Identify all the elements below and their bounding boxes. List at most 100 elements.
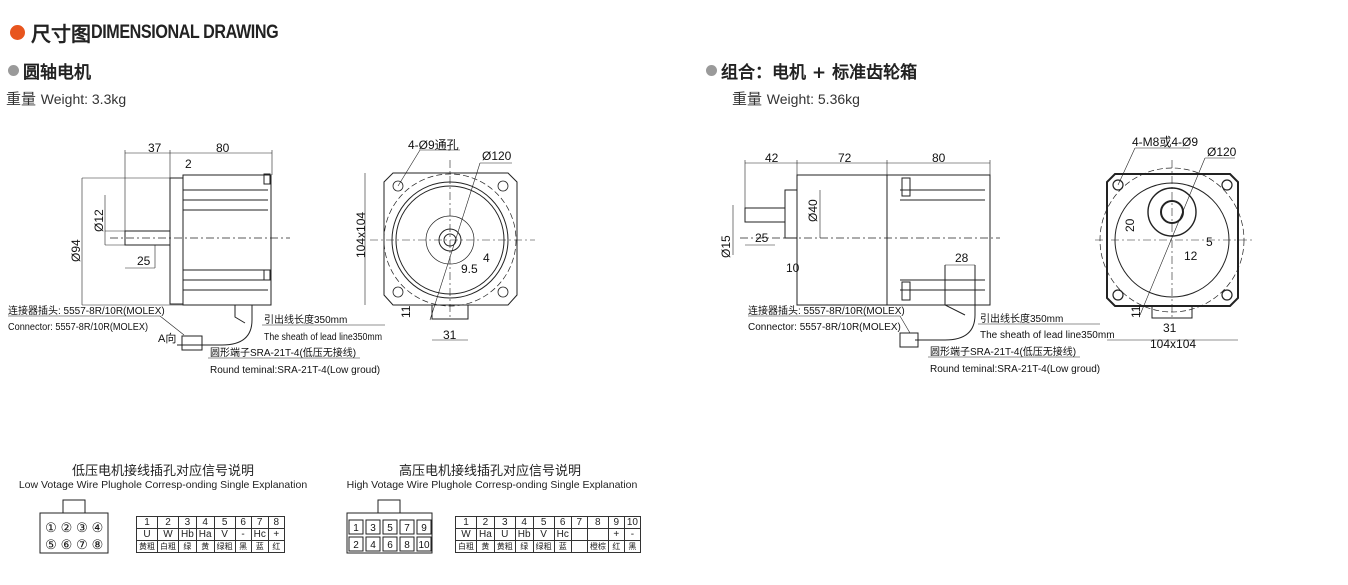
pin-cell: 5 <box>213 516 236 529</box>
dim-holes: 4-Ø9通孔 <box>408 138 459 152</box>
plug-pin-label: ① <box>45 520 57 535</box>
plug-pin-label: 9 <box>421 523 427 534</box>
low-voltage-plug <box>39 499 109 554</box>
plug-pin-box <box>382 519 398 535</box>
pin-cell: 4 <box>514 516 534 529</box>
dim-25: 25 <box>137 254 151 268</box>
connector-label-cn: 连接器插头: 5557-8R/10R(MOLEX) <box>748 304 905 317</box>
color-cell: 黄 <box>476 540 495 553</box>
connector-label-cn: 连接器插头: 5557-8R/10R(MOLEX) <box>8 304 165 317</box>
plug-pin-box <box>416 536 432 552</box>
left-callout-lines <box>8 315 385 359</box>
left-callouts: 连接器插头: 5557-8R/10R(MOLEX) Connector: 555… <box>8 304 382 376</box>
signal-cell: U <box>136 528 158 541</box>
lead-label-cn: 引出线长度350mm <box>980 312 1063 325</box>
color-cell: 橙棕 <box>586 540 609 553</box>
dim-25: 25 <box>755 231 769 245</box>
signal-cell: Ha <box>476 528 495 541</box>
dim-dia12: Ø12 <box>92 209 106 232</box>
signal-cell: W <box>157 528 179 541</box>
color-cell: 绿 <box>178 540 197 553</box>
plug-pin-label: ⑧ <box>92 537 104 552</box>
low-voltage-title: 低压电机接线插孔对应信号说明 <box>71 464 254 479</box>
color-cell: 黄粗 <box>493 540 516 553</box>
pin-cell: 7 <box>570 516 588 529</box>
color-row: 白粗黄黄粗绿绿粗蓝橙棕红黑 <box>455 540 641 553</box>
pin-cell: 3 <box>493 516 516 529</box>
signal-cell: V <box>213 528 236 541</box>
plug-pin-label: ⑤ <box>45 537 57 552</box>
dim-12: 12 <box>1184 249 1198 263</box>
bullet-icon <box>10 25 25 40</box>
color-cell: 绿粗 <box>213 540 236 553</box>
right-callout-lines <box>748 315 1100 358</box>
pin-cell: 5 <box>532 516 555 529</box>
dim-5: 5 <box>1206 235 1213 249</box>
plug-pin-box <box>399 519 415 535</box>
color-cell <box>570 540 588 553</box>
plug-pin-box <box>416 519 432 535</box>
signal-cell: + <box>607 528 625 541</box>
plug-pin-label: ④ <box>92 520 104 535</box>
signal-cell: Hb <box>178 528 197 541</box>
dim-dia15: Ø15 <box>719 235 733 258</box>
dim-28: 28 <box>955 251 969 265</box>
a-direction-label: A向 <box>158 331 176 345</box>
dim-11: 11 <box>1129 305 1143 318</box>
right-callouts: 连接器插头: 5557-8R/10R(MOLEX) Connector: 555… <box>748 304 1115 375</box>
lead-label-cn: 引出线长度350mm <box>264 313 347 326</box>
right-front-view: 4-M8或4-Ø9 Ø120 20 5 12 11 31 104x104 <box>1095 135 1255 351</box>
color-cell: 黑 <box>623 540 641 553</box>
pin-cell: 1 <box>136 516 158 529</box>
dim-square: 104x104 <box>1150 337 1196 351</box>
dim-42: 42 <box>765 151 779 165</box>
plug-pin-label: ⑦ <box>76 537 88 552</box>
pin-cell: 3 <box>178 516 197 529</box>
dim-4: 4 <box>483 251 490 265</box>
color-row: 黄粗白粗绿黄绿粗黑蓝红 <box>136 540 285 553</box>
signal-cell: Hc <box>250 528 269 541</box>
signal-cell <box>586 528 609 541</box>
dim-11: 11 <box>399 305 413 318</box>
dim-20: 20 <box>1123 218 1137 232</box>
color-cell: 绿粗 <box>532 540 555 553</box>
plug-pin-label: 1 <box>353 523 359 534</box>
left-side-view: 37 80 2 25 Ø94 Ø12 <box>69 141 290 351</box>
pin-cell: 9 <box>607 516 625 529</box>
pin-cell: 2 <box>476 516 495 529</box>
pin-cell: 6 <box>553 516 572 529</box>
color-cell: 绿 <box>514 540 534 553</box>
dim-37: 37 <box>148 141 162 155</box>
plug-pin-label: 6 <box>387 540 393 551</box>
bullet-icon <box>706 65 717 76</box>
signal-cell: V <box>532 528 555 541</box>
plug-pin-label: 10 <box>418 540 430 551</box>
signal-cell: - <box>623 528 641 541</box>
dim-80: 80 <box>932 151 946 165</box>
plug-pin-label: 3 <box>370 523 376 534</box>
pin-cell: 7 <box>250 516 269 529</box>
pin-cell: 4 <box>195 516 215 529</box>
pin-cell: 10 <box>623 516 641 529</box>
terminal-label-cn: 圆形端子SRA-21T-4(低压无接线) <box>210 346 356 359</box>
dim-80: 80 <box>216 141 230 155</box>
connector-label-en: Connector: 5557-8R/10R(MOLEX) <box>748 322 901 333</box>
right-side-view: 42 72 80 25 10 28 Ø15 Ø40 <box>719 151 1000 348</box>
right-weight: 重量 Weight: 5.36kg <box>732 90 860 108</box>
right-subtitle: 组合：电机 + 标准齿轮箱 <box>706 58 917 83</box>
plug-pin-box <box>365 519 381 535</box>
color-cell: 白粗 <box>157 540 179 553</box>
left-subtitle: 圆轴电机 <box>8 58 91 83</box>
plug-pin-box <box>382 536 398 552</box>
color-cell: 红 <box>607 540 625 553</box>
color-cell: 黄粗 <box>136 540 158 553</box>
pin-cell: 8 <box>267 516 285 529</box>
dim-dia120: Ø120 <box>1207 145 1237 159</box>
section-title: 尺寸图 DIMENSIONAL DRAWING <box>10 18 311 47</box>
pin-cell: 8 <box>586 516 609 529</box>
plug-pin-label: 5 <box>387 523 393 534</box>
plug-pin-label: 4 <box>370 540 376 551</box>
